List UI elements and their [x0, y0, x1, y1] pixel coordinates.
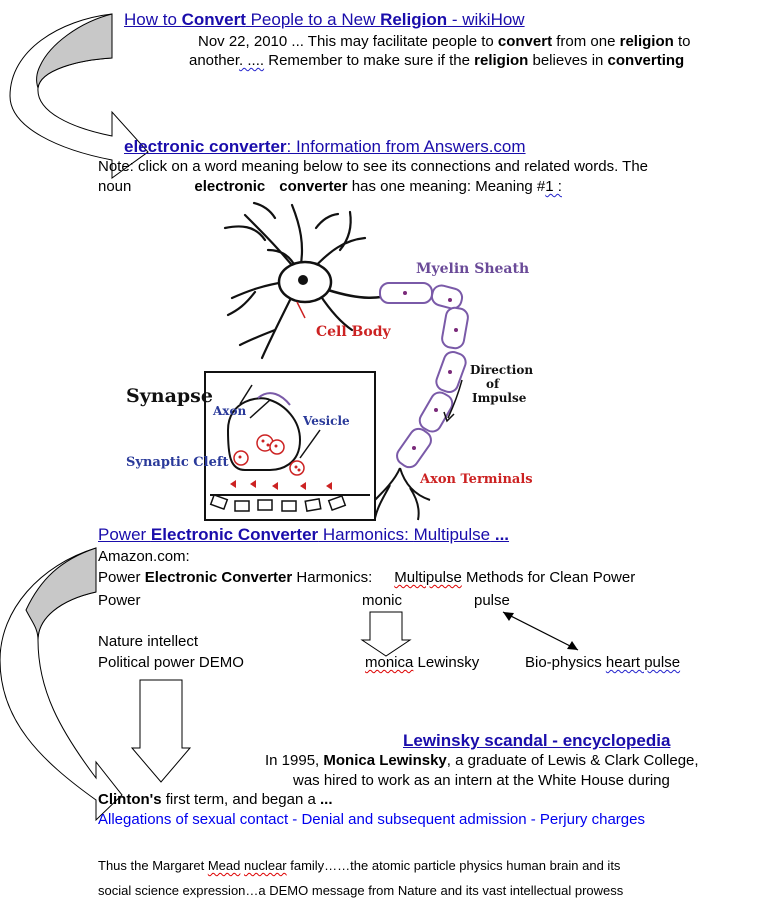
label-synaptic-cleft: Synaptic Cleft: [126, 455, 228, 470]
result1-title-link[interactable]: How to Convert People to a New Religion …: [124, 10, 525, 29]
label-impulse: Impulse: [472, 391, 527, 405]
result4-snippet-line1: In 1995, Monica Lewinsky, a graduate of …: [265, 752, 699, 769]
word-pulse: pulse: [474, 592, 510, 609]
result3-source: Amazon.com:: [98, 548, 190, 565]
label-direction: Direction: [470, 363, 533, 377]
label-cell-body: Cell Body: [316, 324, 392, 340]
result3-snippet: Power Electronic Converter Harmonics:Mul…: [98, 569, 636, 586]
result2-title-link[interactable]: electronic converter: Information from A…: [124, 137, 526, 156]
word-bio-physics: Bio-physics heart pulse: [525, 654, 681, 671]
result4-section-links[interactable]: Allegations of sexual contact - Denial a…: [98, 811, 645, 828]
result3-title-link[interactable]: Power Electronic Converter Harmonics: Mu…: [98, 525, 510, 544]
word-monic: monic: [362, 592, 403, 609]
word-monica-lewinsky: monica Lewinsky: [365, 654, 480, 671]
label-axon: Axon: [212, 404, 246, 418]
word-political-power: Political power DEMO: [98, 654, 244, 671]
label-synapse: Synapse: [126, 385, 213, 407]
label-of: of: [486, 377, 500, 391]
result1-snippet-line2: another. .... Remember to make sure if t…: [189, 52, 685, 69]
label-myelin-sheath: Myelin Sheath: [416, 261, 529, 277]
word-nature-intellect: Nature intellect: [98, 633, 199, 650]
result4-snippet-line3: Clinton's first term, and began a ...: [98, 791, 333, 808]
result2-snippet-line1: Note: click on a word meaning below to s…: [98, 158, 649, 175]
word-power: Power: [98, 592, 141, 609]
result1-snippet-line1: Nov 22, 2010 ... This may facilitate peo…: [198, 33, 691, 50]
label-axon-terminals: Axon Terminals: [419, 472, 533, 487]
result4-title-link[interactable]: Lewinsky scandal - encyclopedia: [403, 731, 671, 750]
closing-line2: social science expression…a DEMO message…: [98, 883, 624, 898]
label-vesicle: Vesicle: [302, 414, 350, 428]
result4-snippet-line2: was hired to work as an intern at the Wh…: [293, 772, 670, 789]
closing-line1: Thus the Margaret Mead nuclear family……t…: [98, 858, 621, 873]
